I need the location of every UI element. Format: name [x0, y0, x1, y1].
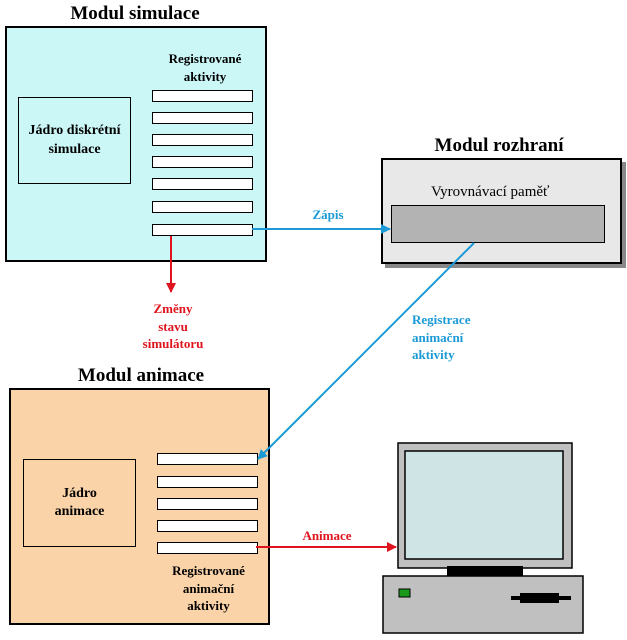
simulation-module: Jádro diskrétní simulace Registrované ak…: [5, 26, 267, 262]
animation-arrow-label: Animace: [302, 528, 352, 543]
state-changes-label: Změny stavu simulátoru: [142, 301, 204, 352]
animation-module-title: Modul animace: [77, 365, 205, 386]
computer-icon: [382, 442, 584, 634]
write-arrow-label: Zápis: [312, 207, 344, 222]
simulation-activities-label: Registrované aktivity: [168, 51, 242, 84]
interface-module: Vyrovnávací paměť: [381, 158, 622, 264]
buffer-memory: [391, 205, 605, 243]
sim-activity-slot-1: [152, 90, 253, 102]
register-animation-label: Registrace animační aktivity: [412, 312, 471, 363]
sim-activity-slot-4: [152, 156, 253, 168]
sim-activity-slot-5: [152, 178, 253, 190]
sim-activity-slot-2: [152, 112, 253, 124]
register-animation-arrow: [257, 242, 475, 460]
animation-activities-label: Registrované animační aktivity: [172, 563, 245, 614]
animation-core-label: Jádro animace: [54, 485, 105, 519]
simulation-module-title: Modul simulace: [70, 3, 200, 24]
sim-activity-slot-6: [152, 201, 253, 213]
monitor-screen: [404, 450, 564, 560]
simulation-core: Jádro diskrétní simulace: [18, 97, 131, 184]
anim-activity-slot-2: [157, 476, 258, 488]
simulation-core-label: Jádro diskrétní simulace: [28, 123, 121, 157]
drive-slot-lip: [511, 596, 571, 600]
animation-module: Jádro animace Registrované animační akti…: [9, 388, 270, 625]
anim-activity-slot-3: [157, 498, 258, 510]
power-led: [398, 588, 411, 598]
animation-core: Jádro animace: [23, 459, 136, 547]
anim-activity-slot-4: [157, 520, 258, 532]
buffer-label: Vyrovnávací paměť: [431, 184, 550, 200]
computer-case: [382, 575, 584, 634]
interface-module-title: Modul rozhraní: [434, 135, 564, 156]
sim-activity-slot-3: [152, 134, 253, 146]
